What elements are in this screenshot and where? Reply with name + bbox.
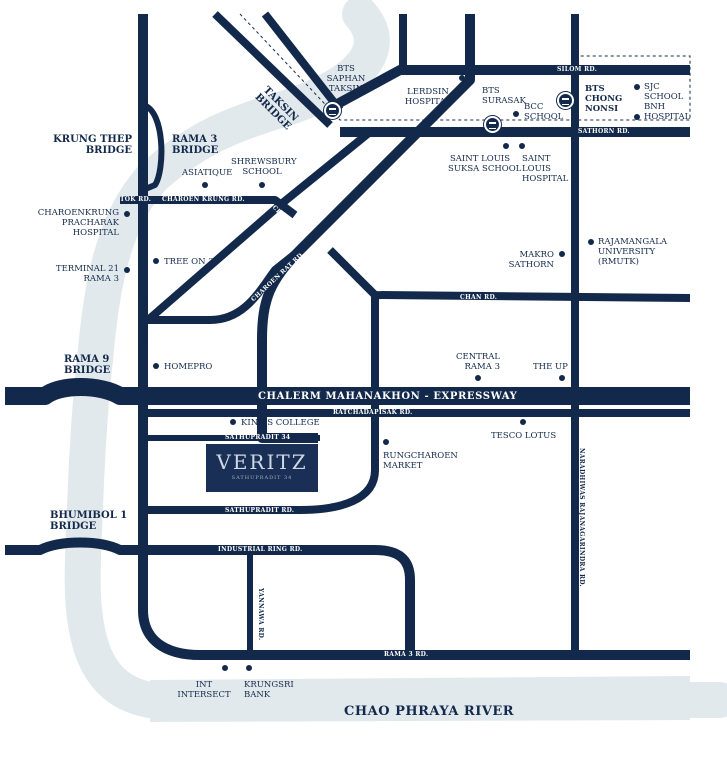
- marker-tree-on-3[interactable]: [153, 258, 159, 264]
- industrial-ring-road: [5, 537, 415, 650]
- marker-saint-louis-hospital[interactable]: [519, 143, 525, 149]
- label-kings-college: KING'S COLLEGE: [241, 418, 320, 428]
- label-bcc: BCC SCHOOL: [524, 102, 564, 122]
- label-charoen-krung: CHAROEN KRUNG RD.: [162, 196, 245, 203]
- marker-lerdsin[interactable]: [459, 75, 465, 81]
- river-bank: [150, 676, 690, 722]
- marker-kings-college[interactable]: [230, 419, 236, 425]
- label-homepro: HOMEPRO: [164, 362, 213, 372]
- label-bts-surasak: BTS SURASAK: [482, 86, 526, 106]
- charoen-krung-lower: [148, 246, 303, 324]
- project-subtitle: SATHUPRADIT 34: [231, 475, 293, 481]
- project-name: VERITZ: [216, 450, 308, 474]
- marker-central-rama3[interactable]: [475, 375, 481, 381]
- label-krungsri: KRUNGSRI BANK: [244, 680, 294, 700]
- label-tok: TOK RD.: [120, 196, 152, 203]
- marker-bcc[interactable]: [513, 111, 519, 117]
- label-tesco: TESCO LOTUS: [491, 431, 557, 441]
- bts-surasak-icon[interactable]: [484, 116, 501, 133]
- marker-tesco[interactable]: [520, 419, 526, 425]
- label-bnh: BNH HOSPITAL: [644, 102, 691, 122]
- krung-thep-loop: [141, 102, 165, 193]
- marker-makro[interactable]: [559, 251, 565, 257]
- bridge-rama3: RAMA 3 BRIDGE: [172, 134, 219, 156]
- marker-charoenkrung-hospital[interactable]: [124, 211, 130, 217]
- marker-the-up[interactable]: [559, 375, 565, 381]
- label-sathorn: SATHORN RD.: [578, 128, 630, 135]
- bridge-bhumibol: BHUMIBOL 1 BRIDGE: [50, 510, 128, 532]
- label-industrial-ring: INDUSTRIAL RING RD.: [218, 546, 303, 553]
- label-ratchadapisak: RATCHADAPISAK RD.: [333, 409, 413, 416]
- bts-saphan-taksin-icon[interactable]: [324, 102, 341, 119]
- bts-chong-nonsi-icon[interactable]: [557, 92, 574, 109]
- marker-shrewsbury[interactable]: [259, 182, 265, 188]
- marker-sjc[interactable]: [634, 84, 640, 90]
- label-narathiwas: NARADHIWAS RAJANAGARINDRA RD.: [578, 448, 585, 587]
- label-saint-louis-hospital: SAINT LOUIS HOSPITAL: [522, 154, 569, 184]
- label-rungcharoen: RUNGCHAROEN MARKET: [383, 451, 458, 471]
- label-tree-on-3: TREE ON 3: [164, 257, 214, 267]
- label-rama3-bottom: RAMA 3 RD.: [384, 651, 429, 658]
- marker-bnh[interactable]: [634, 114, 640, 120]
- marker-homepro[interactable]: [153, 363, 159, 369]
- label-asiatique: ASIATIQUE: [182, 168, 233, 178]
- label-silom: SILOM RD.: [557, 66, 598, 73]
- label-makro: MAKRO SATHORN: [508, 250, 554, 270]
- label-sathupradit34: SATHUPRADIT 34: [225, 434, 291, 441]
- chalerm-expressway: [5, 378, 690, 405]
- charoen-krung-road: [120, 196, 298, 219]
- label-bts-saphan-taksin: BTS SAPHAN TAKSIN: [326, 64, 366, 94]
- label-lerdsin: LERDSIN HOSPITAL: [404, 87, 452, 107]
- rama3-vertical: [138, 14, 690, 660]
- label-terminal21: TERMINAL 21 RAMA 3: [55, 264, 119, 284]
- label-the-up: THE UP: [533, 362, 568, 372]
- road-v-375: [148, 295, 379, 514]
- bts-silom-line: [239, 13, 691, 121]
- label-bts-chong-nonsi: BTS CHONG NONSI: [585, 84, 623, 114]
- marker-rungcharoen[interactable]: [383, 439, 389, 445]
- river-name: CHAO PHRAYA RIVER: [344, 704, 515, 719]
- project-veritz[interactable]: VERITZ SATHUPRADIT 34: [206, 444, 318, 492]
- marker-int-intersect[interactable]: [222, 665, 228, 671]
- marker-krungsri[interactable]: [246, 665, 252, 671]
- bridge-rama9: RAMA 9 BRIDGE: [64, 354, 111, 376]
- label-chalerm: CHALERM MAHANAKHON - EXPRESSWAY: [258, 391, 518, 402]
- marker-asiatique[interactable]: [202, 182, 208, 188]
- label-shrewsbury: SHREWSBURY SCHOOL: [231, 157, 297, 177]
- label-chan: CHAN RD.: [460, 294, 498, 301]
- marker-saint-louis-school[interactable]: [503, 143, 509, 149]
- label-int-intersect: INT INTERSECT: [177, 680, 231, 700]
- marker-terminal21[interactable]: [124, 267, 130, 273]
- label-sjc: SJC SCHOOL: [644, 82, 684, 102]
- label-saint-louis-school: SAINT LOUIS SUKSA SCHOOL: [448, 154, 522, 174]
- label-sathupradit: SATHUPRADIT RD.: [225, 507, 295, 514]
- label-charoenkrung-hospital: CHAROENKRUNG PRACHARAK HOSPITAL: [37, 208, 119, 238]
- label-rajamangala: RAJAMANGALA UNIVERSITY (RMUTK): [598, 237, 668, 267]
- river: [64, 0, 727, 718]
- taksin-diagonal: [212, 11, 333, 128]
- bridge-krung-thep: KRUNG THEP BRIDGE: [53, 134, 132, 156]
- marker-rajamangala[interactable]: [588, 239, 594, 245]
- label-rama3-vertical: RAMA 3 RD.: [140, 298, 147, 343]
- taksin-diagonal-2: [261, 11, 344, 113]
- label-yannawa: YANNAWA RD.: [257, 588, 264, 641]
- label-central-rama3: CENTRAL RAMA 3: [456, 352, 500, 372]
